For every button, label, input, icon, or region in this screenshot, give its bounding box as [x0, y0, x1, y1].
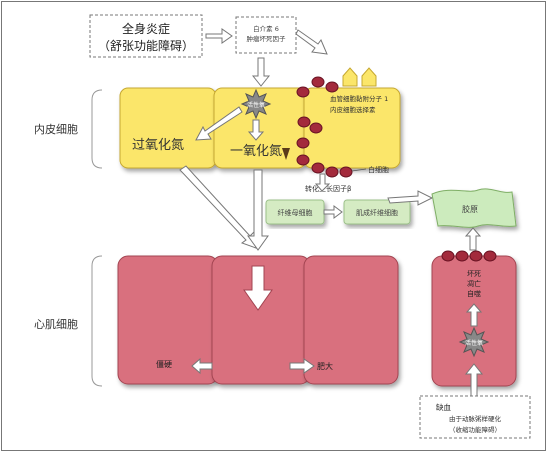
leukocyte [311, 162, 325, 174]
systemic-inflammation-title: 全身炎症 [122, 21, 170, 36]
leukocyte [441, 250, 455, 262]
leukocyte [296, 86, 310, 98]
endothelial-section-label: 内皮细胞 [34, 122, 78, 136]
systemic-inflammation-box [89, 14, 203, 58]
leukocyte [309, 122, 323, 134]
leukocyte [455, 250, 469, 262]
fibroblast-label: 纤维母细胞 [278, 208, 313, 217]
apoptosis-label: 凋亡 [467, 279, 481, 288]
receptor-left [342, 67, 358, 87]
arrow-ros-to-death [465, 303, 483, 327]
leukocyte [296, 137, 310, 149]
leukocyte [297, 116, 311, 128]
endothelial-bracket [91, 89, 103, 169]
peroxynitrite-label: 过氧化氮 [132, 138, 184, 153]
arrow-ros-to-peroxynitrite [195, 106, 243, 141]
leukocyte-pointer [351, 168, 367, 172]
leukocyte [339, 166, 353, 178]
arrow-cytokine-to-receptor [295, 29, 328, 55]
arrow-fibroblast-to-myofibroblast [323, 205, 343, 219]
collagen-banner [431, 188, 517, 228]
nitric-oxide-label: 一氧化氮 [230, 144, 282, 159]
arrow-hypertrophy [289, 358, 315, 374]
arrow-ischemia-up [464, 363, 484, 399]
myocyte-right [303, 255, 399, 385]
ischemia-dysfunction: （收缩功能障碍） [449, 425, 501, 434]
ros-star-ischemic [458, 326, 490, 358]
leukocyte [325, 81, 339, 93]
leukocyte-label: 白细胞 [368, 165, 389, 174]
collagen-label: 胶原 [462, 204, 478, 214]
cytokine-tnf: 肿瘤坏死因子 [247, 34, 287, 43]
arrow-systemic-to-cytokine [205, 28, 233, 44]
arrow-peroxynitrite-to-myocyte [179, 165, 257, 249]
ros-label-ischemic: 活性氧 [465, 339, 483, 347]
arrow-ros-down [247, 119, 265, 141]
eselectin-label: 内皮细胞选择素 [330, 105, 376, 114]
ros-label-endothelial: 活性氧 [247, 101, 265, 109]
arrow-stiffness [191, 357, 213, 375]
leukocyte [296, 154, 310, 166]
leukocyte [325, 166, 339, 178]
arrow-to-tgf [314, 173, 331, 192]
myocyte-big-arrow [243, 265, 273, 311]
ischemia-cause: 由于动脉粥样硬化 [449, 414, 502, 423]
myofibroblast-box [343, 199, 411, 225]
ischemia-box [419, 395, 531, 439]
vcam-label: 血管细胞黏附分子 1 [330, 94, 388, 103]
cardiomyocyte-section-label: 心肌细胞 [34, 318, 78, 331]
leukocyte [469, 250, 483, 262]
necrosis-label: 坏死 [467, 270, 481, 278]
arrow-myofibroblast-to-collagen [387, 190, 434, 206]
hypertrophy-label: 肥大 [317, 361, 333, 371]
no-decrease-arrow [282, 148, 290, 160]
arrow-no-to-myocyte [247, 169, 269, 251]
systemic-inflammation-subtitle: （舒张功能障碍） [98, 38, 194, 53]
ischemic-leukocytes [441, 250, 497, 262]
ischemia-title: 缺血 [436, 402, 451, 412]
leukocyte [483, 250, 497, 262]
arrow-cytokine-down [251, 57, 271, 87]
leukocyte-cluster [296, 76, 353, 178]
cytokine-box [235, 16, 297, 54]
receptor-right [361, 67, 377, 87]
stiffness-label: 僵硬 [156, 359, 172, 369]
arrow-ischemic-to-collagen [464, 227, 482, 251]
cardiomyocyte-bracket [91, 255, 103, 387]
endothelial-cell-right [303, 87, 401, 169]
autophagy-label: 自噬 [467, 289, 481, 298]
endothelial-cell-left [119, 87, 217, 169]
tgf-beta-label: 转化生长因子β [305, 184, 351, 193]
ros-star-endothelial [240, 88, 272, 120]
myofibroblast-label: 肌成纤维细胞 [356, 208, 398, 217]
cytokine-il6: 白介素 6 [253, 24, 279, 33]
leukocyte [311, 76, 325, 88]
